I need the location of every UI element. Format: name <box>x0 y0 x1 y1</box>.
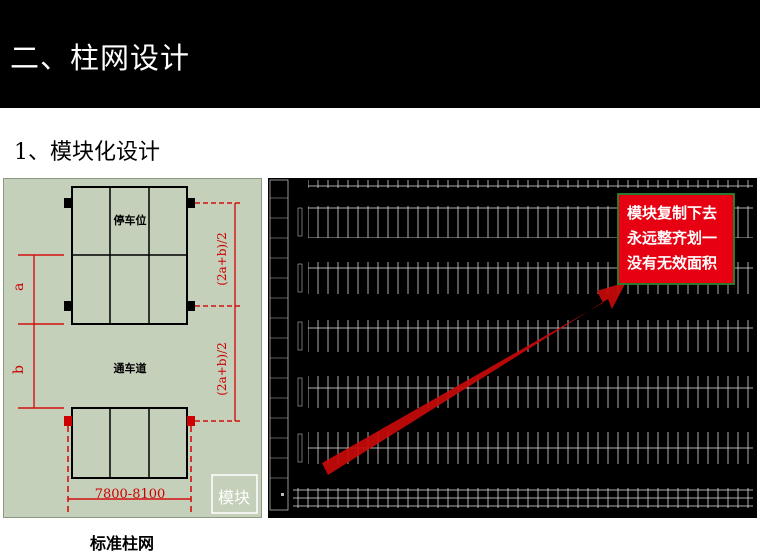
parking-label: 停车位 <box>114 213 147 227</box>
module-label: 模块 <box>218 488 250 507</box>
callout-box: 模块复制下去 永远整齐划一 没有无效面积 <box>617 193 735 285</box>
page-title: 二、柱网设计 <box>10 41 191 75</box>
section-subtitle: 1、模块化设计 <box>14 140 160 165</box>
header-bar: 二、柱网设计 <box>0 0 760 108</box>
width-range-label: 7800-8100 <box>95 487 166 502</box>
column-marker <box>187 301 195 311</box>
dim-half-top-label: (2a+b)/2 <box>215 232 229 286</box>
column-marker <box>187 416 195 426</box>
column-marker <box>187 198 195 208</box>
callout-line-2: 永远整齐划一 <box>627 229 718 247</box>
callout-line-3: 没有无效面积 <box>627 254 718 272</box>
figure-caption: 标准柱网 <box>90 534 155 553</box>
copy-direction-arrow <box>322 282 626 475</box>
dim-half-bottom-label: (2a+b)/2 <box>215 342 229 396</box>
module-diagram-svg: 停车位 通车道 a b (2a+b)/2 (2a+b)/2 7800-8100 … <box>11 186 258 514</box>
module-box <box>211 474 258 514</box>
bottom-parking-block <box>71 407 188 479</box>
module-diagram: 停车位 通车道 a b (2a+b)/2 (2a+b)/2 7800-8100 … <box>3 178 262 518</box>
column-marker <box>64 301 72 311</box>
callout-line-1: 模块复制下去 <box>627 204 718 222</box>
dim-b-label: b <box>11 365 27 374</box>
column-marker <box>64 416 72 426</box>
dim-a-label: a <box>11 283 27 291</box>
lane-label: 通车道 <box>114 361 147 375</box>
column-marker <box>64 198 72 208</box>
